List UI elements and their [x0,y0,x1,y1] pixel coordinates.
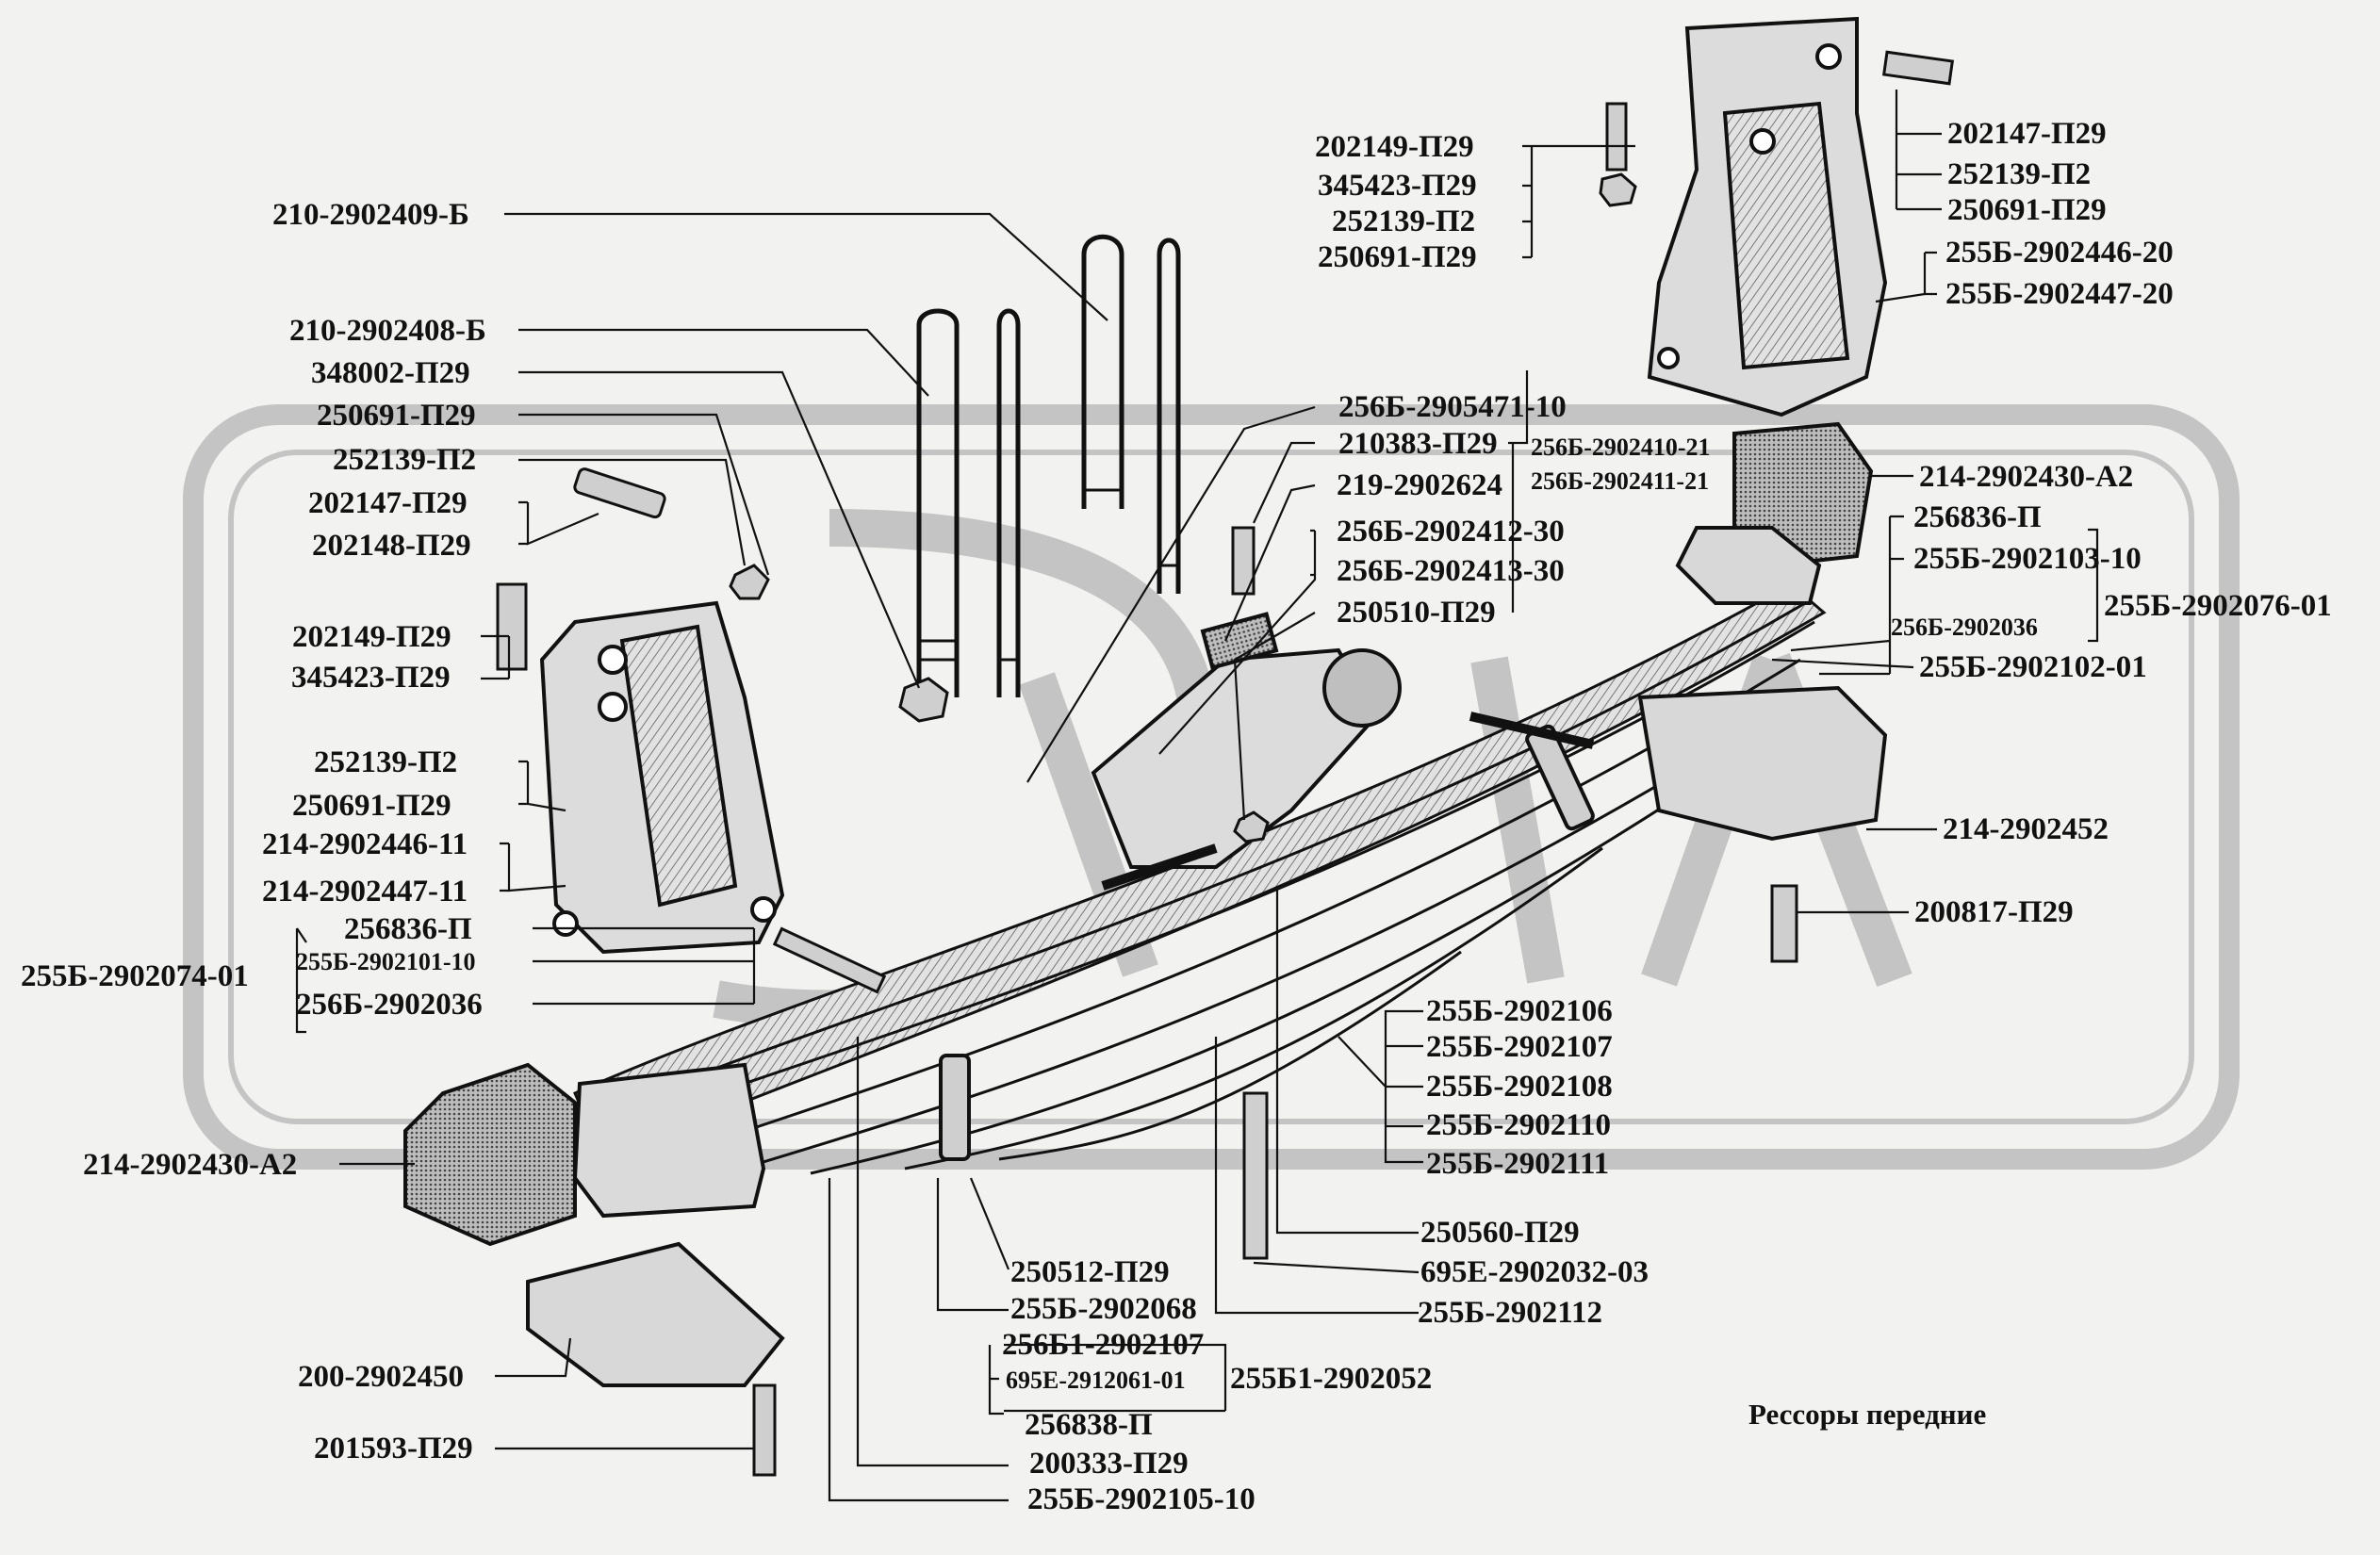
label-256b-2902412-30: 256Б-2902412-30 [1337,515,1565,548]
label-202147-p29: 202147-П29 [308,486,468,520]
label-256836-p: 256836-П [344,912,472,946]
bolts-and-nuts [496,50,1955,1477]
label-255b-2902447-20: 255Б-2902447-20 [1945,277,2174,311]
label-255b-2902110: 255Б-2902110 [1426,1108,1611,1142]
label-255b-2902076-01: 255Б-2902076-01 [2104,589,2332,623]
label-200817-p29: 200817-П29 [1914,895,2074,929]
label-255b1-2902052: 255Б1-2902052 [1230,1362,1433,1396]
label-252139-p2: 252139-П2 [1947,157,2092,191]
label-201593-p29: 201593-П29 [314,1432,473,1465]
label-255b-2902103-10: 255Б-2902103-10 [1913,542,2142,576]
label-256836-p: 256836-П [1913,500,2042,534]
label-256b-2902410-21: 256Б-2902410-21 [1531,434,1711,461]
label-255b-2902112: 255Б-2902112 [1418,1296,1602,1330]
label-695e-2912061-01: 695Е-2912061-01 [1006,1367,1186,1394]
shackle-assembly [1091,612,1402,891]
leader-lines [295,90,2099,1502]
label-256838-p: 256838-П [1025,1408,1153,1442]
label-695e-2902032-03: 695Е-2902032-03 [1420,1255,1649,1289]
label-214-2902452: 214-2902452 [1943,812,2109,846]
label-348002-p29: 348002-П29 [311,356,470,390]
spring-end-cups [526,526,1888,1387]
label-214-2902430-a2: 214-2902430-А2 [83,1148,298,1182]
label-255b-2902101-10: 255Б-2902101-10 [296,948,476,975]
label-219-2902624: 219-2902624 [1337,468,1502,502]
label-255b-2902107: 255Б-2902107 [1426,1030,1613,1064]
label-256b-2902036: 256Б-2902036 [1891,614,2038,641]
label-255b-2902068: 255Б-2902068 [1010,1292,1197,1326]
label-202148-p29: 202148-П29 [312,529,471,563]
label-210-2902408-b: 210-2902408-Б [289,314,486,348]
label-256b-2905471-10: 256Б-2905471-10 [1338,390,1567,424]
label-255b-2902111: 255Б-2902111 [1426,1147,1610,1181]
label-256b-2902411-21: 256Б-2902411-21 [1531,467,1710,495]
label-345423-p29: 345423-П29 [291,661,451,695]
label-256b-2902036: 256Б-2902036 [296,988,483,1022]
label-250691-p29: 250691-П29 [317,399,476,433]
label-250691-p29: 250691-П29 [1318,240,1477,274]
label-202149-p29: 202149-П29 [292,620,451,654]
label-252139-p2: 252139-П2 [333,443,477,477]
label-255b-2902106: 255Б-2902106 [1426,994,1613,1028]
label-250512-p29: 250512-П29 [1010,1255,1170,1289]
label-255b-2902074-01: 255Б-2902074-01 [21,959,249,993]
label-255b-2902102-01: 255Б-2902102-01 [1919,650,2147,684]
u-bolts [916,234,1181,697]
label-345423-p29: 345423-П29 [1318,169,1477,203]
label-210-2902409-b: 210-2902409-Б [272,198,469,232]
label-250691-p29: 250691-П29 [1947,193,2107,227]
label-255b-2902108: 255Б-2902108 [1426,1070,1613,1104]
rear-right-bracket [1647,16,1888,417]
label-200-2902450: 200-2902450 [298,1360,464,1394]
label-250510-p29: 250510-П29 [1337,596,1496,630]
label-256b1-2902107: 256Б1-2902107 [1002,1328,1205,1362]
label-250691-p29: 250691-П29 [292,789,451,823]
label-200333-p29: 200333-П29 [1029,1447,1189,1481]
front-left-bracket [539,600,785,955]
label-256b-2902413-30: 256Б-2902413-30 [1337,554,1565,588]
label-202149-p29: 202149-П29 [1315,130,1474,164]
diagram-caption: Рессоры передние [1748,1398,1987,1431]
label-255b-2902446-20: 255Б-2902446-20 [1945,236,2174,270]
label-252139-p2: 252139-П2 [314,745,458,779]
label-255b-2902105-10: 255Б-2902105-10 [1027,1482,1256,1516]
label-252139-p2: 252139-П2 [1332,205,1476,238]
label-202147-p29: 202147-П29 [1947,117,2107,151]
label-210383-p29: 210383-П29 [1338,427,1498,461]
label-250560-p29: 250560-П29 [1420,1216,1580,1250]
label-214-2902430-a2: 214-2902430-А2 [1919,460,2134,494]
label-214-2902447-11: 214-2902447-11 [262,875,468,908]
spring-clamps [939,712,1595,1161]
label-214-2902446-11: 214-2902446-11 [262,827,468,861]
